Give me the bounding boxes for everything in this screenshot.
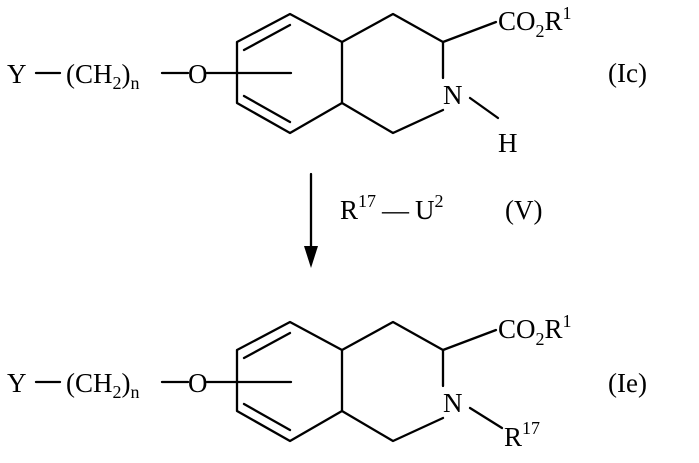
product-ester-bond (443, 330, 496, 350)
product-ether-oxygen: O (188, 368, 208, 398)
y-group: Y (7, 59, 27, 89)
compound-label-ie: (Ie) (608, 368, 647, 398)
product-labels: Y (CH2)n O CO2R1 N R17 (Ie) (7, 311, 647, 452)
n-hydrogen: H (498, 128, 518, 158)
compound-label-ic: (Ic) (608, 58, 647, 88)
n-h-bond (470, 98, 498, 118)
product-methylene-chain: (CH2)n (66, 368, 140, 402)
product-double-bond-top (244, 333, 290, 358)
product-heterocycle-bonds (342, 322, 443, 441)
ester-group: CO2R1 (498, 3, 572, 41)
arrow-head (304, 246, 318, 268)
product-double-bond-bottom (244, 404, 290, 430)
reagent-labels: R17—U2 (V) (340, 191, 542, 225)
product-ester-group: CO2R1 (498, 311, 572, 349)
methylene-chain: (CH2)n (66, 59, 140, 93)
heterocycle-bonds (342, 14, 443, 133)
reaction-arrow (304, 174, 318, 268)
double-bond-top (244, 25, 290, 50)
starting-material-labels: Y (CH2)n O CO2R1 N H (Ic) (7, 3, 647, 158)
ester-bond (443, 22, 496, 42)
product-ring-nitrogen: N (443, 388, 463, 418)
product-y-group: Y (7, 368, 27, 398)
reagent-label-v: (V) (505, 195, 542, 225)
n-r17-bond (470, 408, 502, 428)
double-bond-bottom (244, 96, 290, 122)
ether-oxygen: O (188, 59, 208, 89)
reagent-formula: R17—U2 (340, 191, 444, 225)
ring-nitrogen: N (443, 80, 463, 110)
n-substituent-r17: R17 (504, 418, 540, 452)
